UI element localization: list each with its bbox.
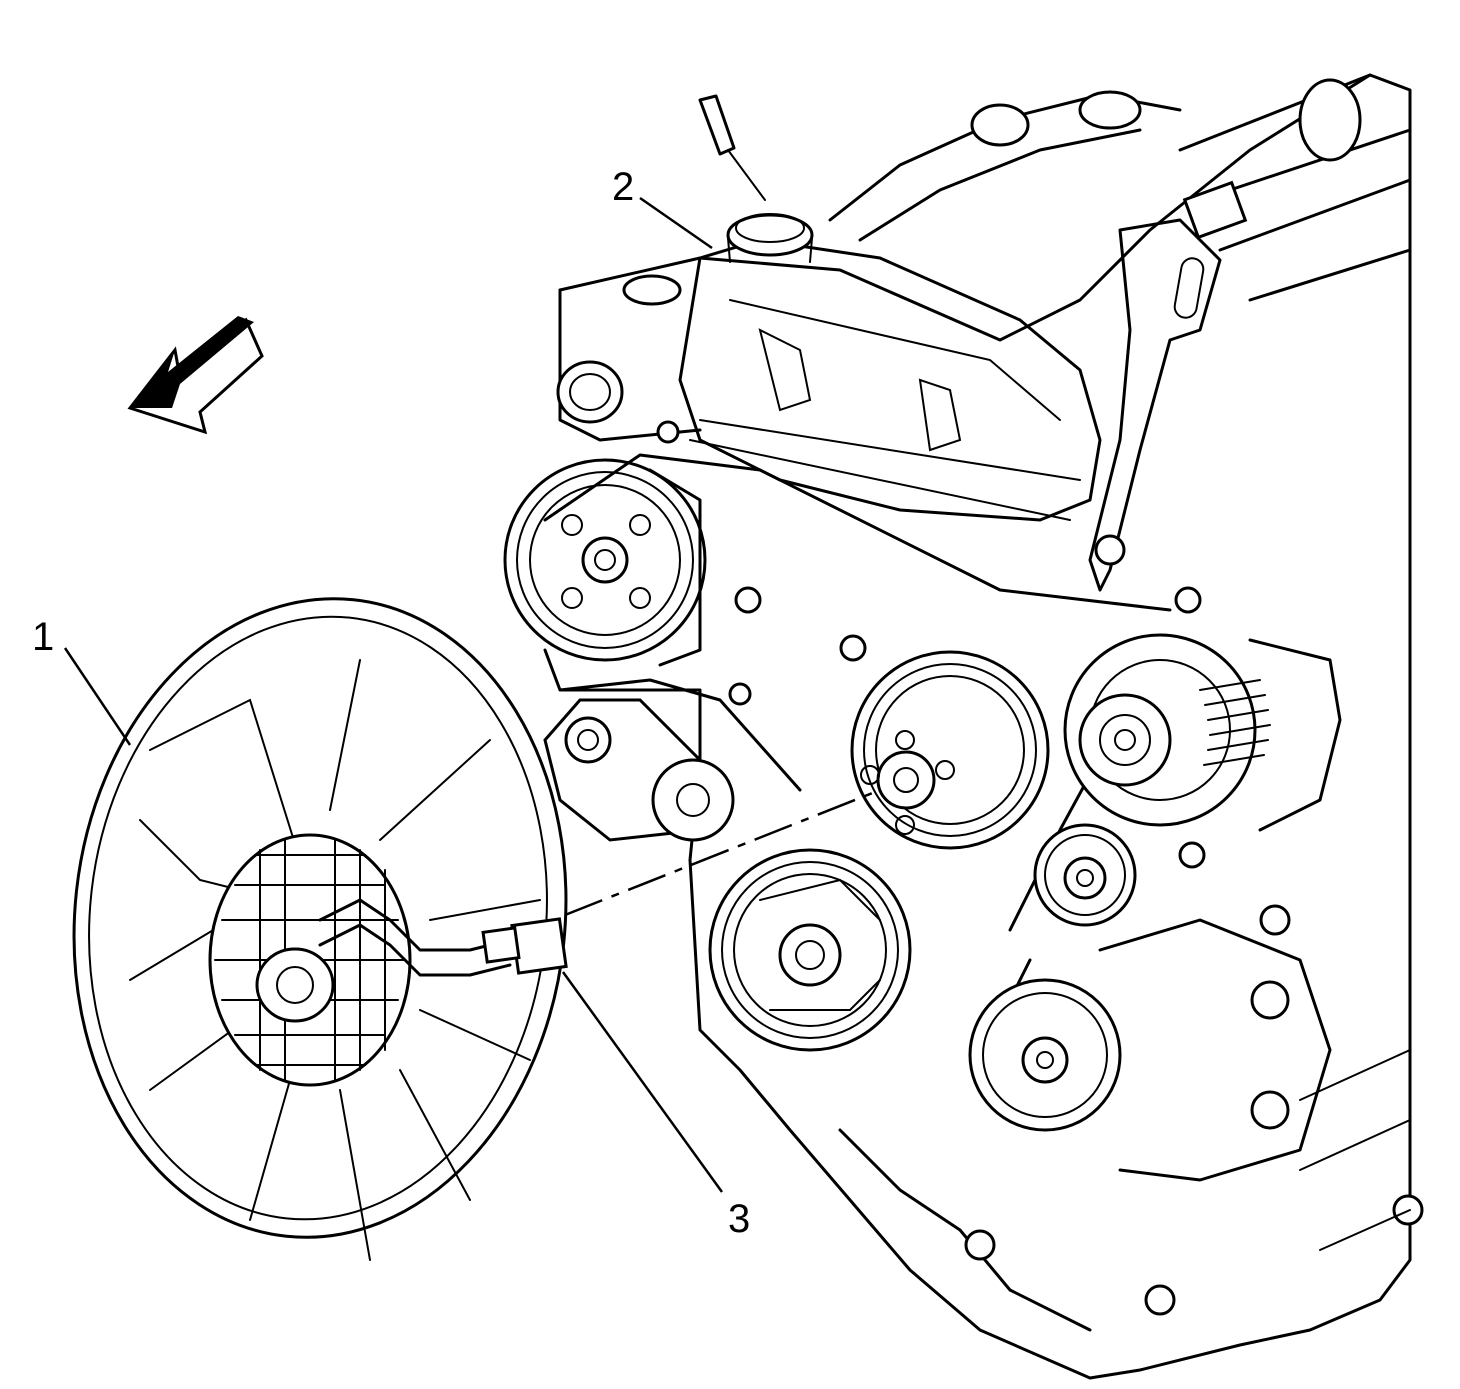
power-steering-pulley (503, 458, 707, 667)
water-pump-pulley (850, 650, 1050, 850)
callout-1-label: 1 (32, 615, 54, 659)
alignment-line (564, 788, 881, 917)
front-direction-arrow-icon (127, 316, 264, 435)
callout-2: 2 (612, 165, 713, 250)
crankshaft-balancer (708, 848, 912, 1052)
callout-3-label: 3 (728, 1197, 750, 1241)
engine-assembly (503, 73, 1424, 1380)
generator (1063, 633, 1342, 832)
callout-2-label: 2 (612, 165, 634, 209)
callout-3: 3 (561, 971, 750, 1241)
fan-and-clutch-assembly (72, 597, 568, 1261)
belt-tensioner (1033, 823, 1137, 927)
callout-1: 1 (32, 615, 132, 746)
idler-pulley-left (543, 698, 735, 842)
ac-compressor (968, 918, 1332, 1182)
